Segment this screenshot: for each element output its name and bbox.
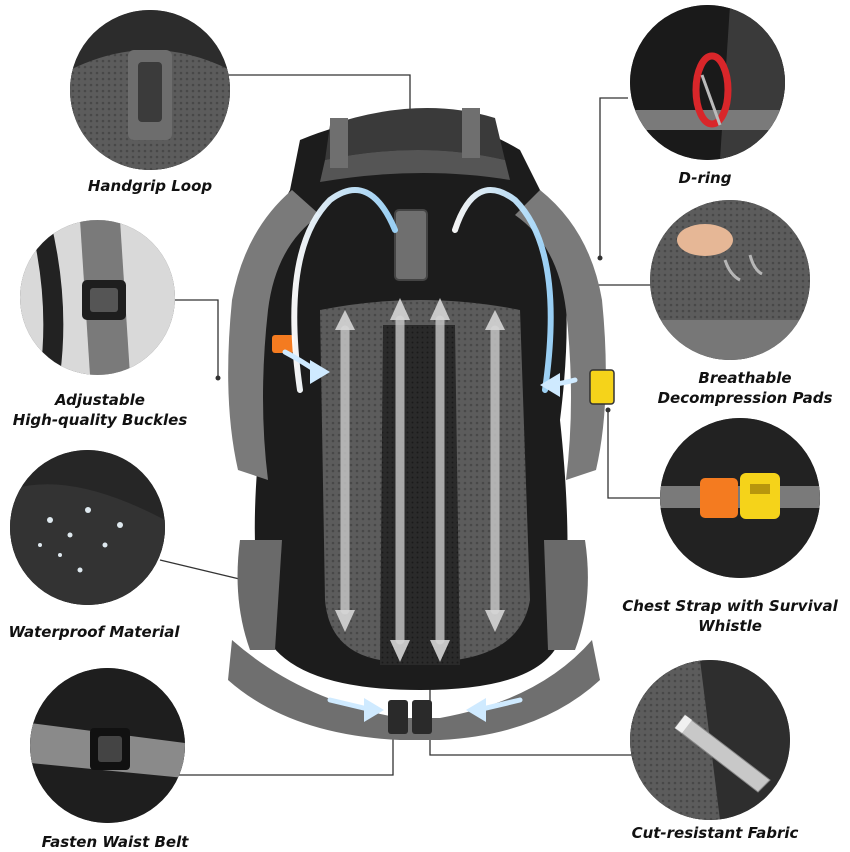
waist-belt-detail-photo [30, 668, 185, 823]
waist-buckle-icon [30, 668, 185, 823]
water-droplets-icon [10, 450, 165, 605]
buckles-label: Adjustable High-quality Buckles [12, 391, 188, 429]
chest-strap-detail-photo [660, 418, 820, 578]
cut-resistant-detail-photo [630, 660, 790, 820]
whistle-buckle-icon [660, 418, 820, 578]
chest-strap-label: Chest Strap with Survival Whistle [622, 597, 838, 635]
d-ring-detail-photo [630, 5, 785, 160]
airflow-arrows [291, 187, 554, 393]
utility-knife-icon [630, 660, 790, 820]
d-ring-pointer [599, 97, 628, 258]
chest-strap-pointer [607, 410, 660, 499]
side-pocket-right [544, 540, 588, 650]
waterproof-label: Waterproof Material [8, 623, 180, 641]
handgrip-loop-icon [70, 10, 230, 170]
shoulder-strap-left [228, 190, 320, 480]
mesh-pad-icon [650, 200, 810, 360]
buckle-icon [20, 220, 175, 375]
handgrip-loop [394, 209, 428, 281]
top-lid [325, 108, 505, 160]
waterproof-detail-photo [10, 450, 165, 605]
d-ring-label: D-ring [678, 169, 732, 187]
waist-buckle [388, 700, 408, 734]
pads-detail-photo [650, 200, 810, 360]
side-pocket-left [237, 540, 282, 650]
waterproof-pointer [159, 559, 253, 583]
hip-belt [228, 640, 600, 740]
shoulder-strap-right [515, 190, 606, 480]
handgrip-label: Handgrip Loop [87, 177, 213, 195]
chest-buckle [589, 369, 615, 405]
buckles-detail-photo [20, 220, 175, 375]
handgrip-detail-photo [70, 10, 230, 170]
carabiner-icon [630, 5, 785, 160]
cut-resistant-label: Cut-resistant Fabric [631, 824, 799, 842]
buckles-pointer [175, 299, 219, 378]
pads-label: Breathable Decompression Pads [657, 369, 833, 407]
waist-belt-label: Fasten Waist Belt [41, 833, 189, 851]
